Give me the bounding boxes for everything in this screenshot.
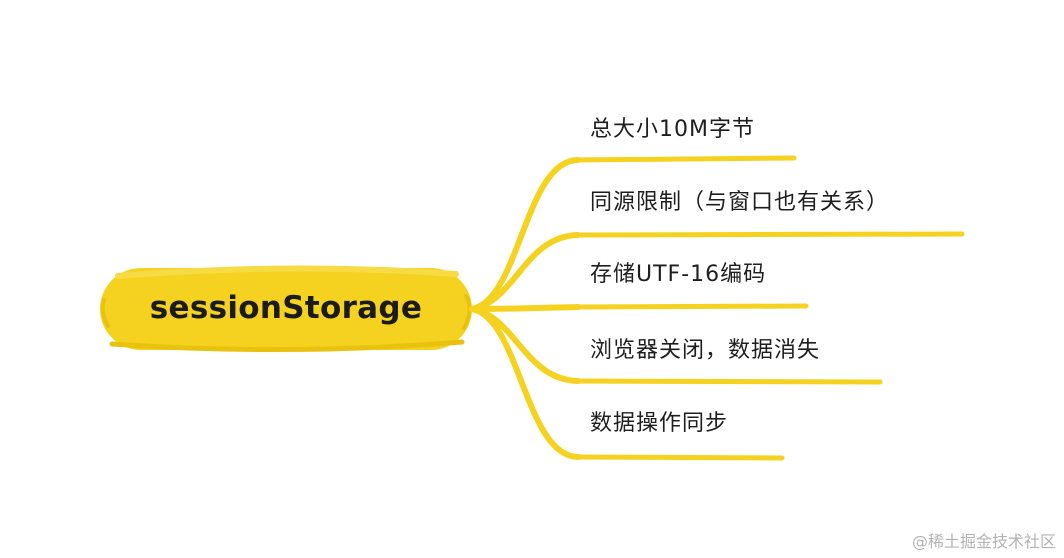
branch-label-browser-close: 浏览器关闭，数据消失 [590, 338, 821, 363]
root-node-label: sessionStorage [149, 290, 423, 326]
branch-connector-4 [469, 306, 785, 461]
root-node-shape [100, 265, 472, 353]
branch-label-total-size: 总大小10M字节 [590, 117, 755, 142]
watermark: @稀土掘金技术社区 [911, 532, 1056, 551]
branch-connector-1 [469, 231, 965, 312]
branch-label-utf16: 存储UTF-16编码 [590, 262, 767, 287]
branch-label-sync: 数据操作同步 [590, 411, 729, 436]
branch-label-same-origin: 同源限制（与窗口也有关系） [590, 190, 890, 215]
branch-connector-2 [469, 303, 809, 312]
